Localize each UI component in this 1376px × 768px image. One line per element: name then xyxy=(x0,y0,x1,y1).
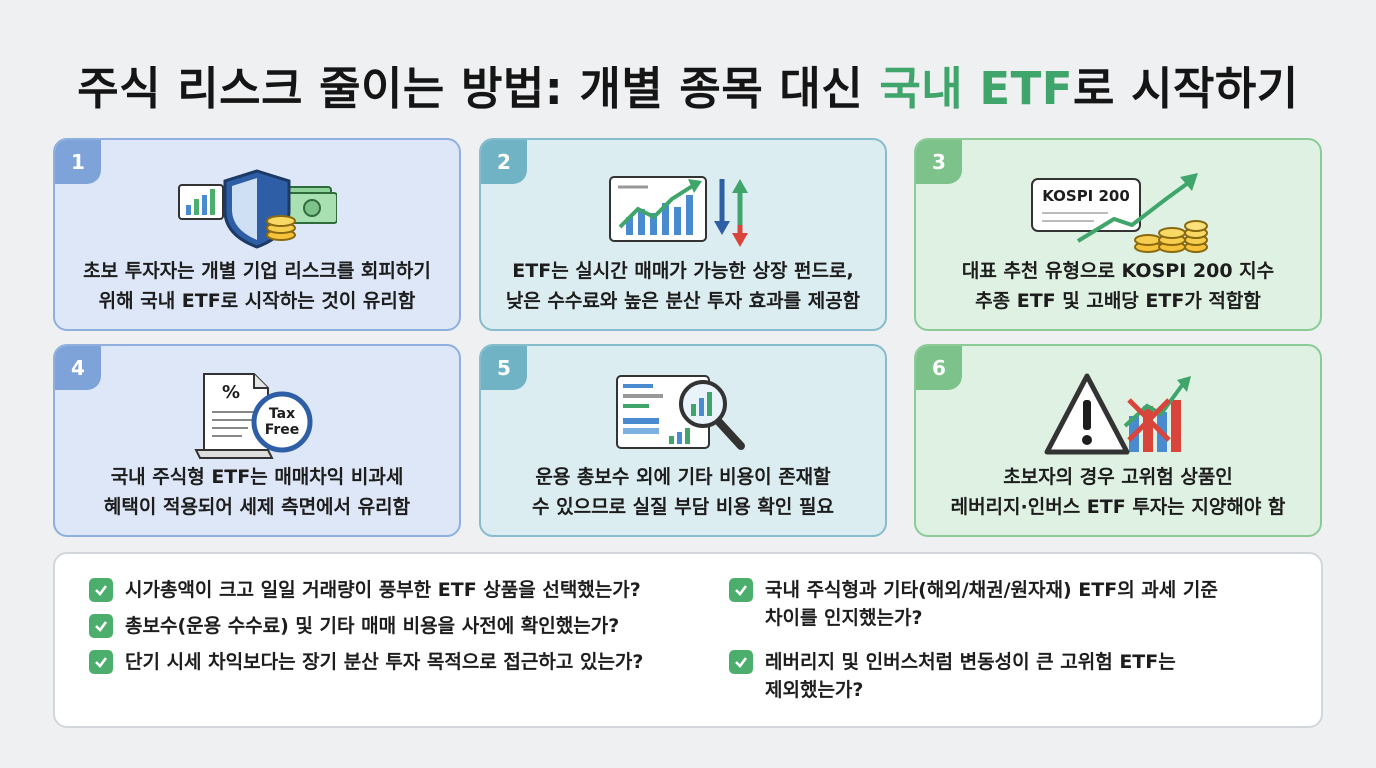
checklist-text: 단기 시세 차익보다는 장기 분산 투자 목적으로 접근하고 있는가? xyxy=(125,651,644,673)
card-number-badge: 5 xyxy=(481,346,527,390)
checklist-panel: 시가총액이 크고 일일 거래량이 풍부한 ETF 상품을 선택했는가? 총보수(… xyxy=(53,552,1323,728)
card-2: 2 ETF는 실시간 매매가 가능한 상장 펀드로, 낮은 수수료와 높은 분산… xyxy=(479,138,887,331)
card-text-line: 초보자의 경우 고위험 상품인 xyxy=(1003,466,1233,488)
checklist-text: 국내 주식형과 기타(해외/채권/원자재) ETF의 과세 기준 xyxy=(765,579,1218,601)
warning-volatility-icon xyxy=(1044,373,1191,455)
kospi-label: KOSPI 200 xyxy=(1042,187,1130,205)
card-number-badge: 6 xyxy=(916,346,962,390)
card-number-badge: 3 xyxy=(916,140,962,184)
check-icon xyxy=(729,650,753,674)
check-icon xyxy=(89,650,113,674)
title-highlight: 국내 ETF xyxy=(879,62,1074,115)
checklist-text: 총보수(운용 수수료) 및 기타 매매 비용을 사전에 확인했는가? xyxy=(125,615,620,637)
card-text-line: 위해 국내 ETF로 시작하는 것이 유리함 xyxy=(98,290,416,312)
card-text-line: 국내 주식형 ETF는 매매차익 비과세 xyxy=(110,466,404,488)
report-magnifier-icon xyxy=(616,375,745,450)
checklist-item: 레버리지 및 인버스처럼 변동성이 큰 고위험 ETF는 제외했는가? xyxy=(729,648,1176,704)
card-number-badge: 4 xyxy=(55,346,101,390)
trading-chart-arrows-icon xyxy=(609,176,748,247)
card-3: 3 KOSPI 200 대표 추천 유형으로 KOSPI 200 지수 추종 E… xyxy=(914,138,1322,331)
page-title: 주식 리스크 줄이는 방법: 개별 종목 대신 국내 ETF로 시작하기 xyxy=(77,62,1299,115)
card-text-line: 대표 추천 유형으로 KOSPI 200 지수 xyxy=(961,260,1275,282)
card-number-badge: 2 xyxy=(481,140,527,184)
card-text-line: 혜택이 적용되어 세제 측면에서 유리함 xyxy=(103,496,411,518)
card-5: 5 운용 총보수 외에 기타 비용이 존재할 수 있으므로 실질 부담 비용 확… xyxy=(479,344,887,537)
checklist-text: 레버리지 및 인버스처럼 변동성이 큰 고위험 ETF는 xyxy=(765,651,1176,673)
kospi-growth-coins-icon: KOSPI 200 xyxy=(1031,173,1208,253)
checklist-text: 차이를 인지했는가? xyxy=(765,607,923,629)
checklist-text: 시가총액이 크고 일일 거래량이 풍부한 ETF 상품을 선택했는가? xyxy=(125,579,641,601)
checklist-item: 단기 시세 차익보다는 장기 분산 투자 목적으로 접근하고 있는가? xyxy=(89,648,643,676)
svg-text:%: % xyxy=(222,382,240,403)
card-number-badge: 1 xyxy=(55,140,101,184)
card-text-line: 수 있으므로 실질 부담 비용 확인 필요 xyxy=(532,496,834,518)
check-icon xyxy=(729,578,753,602)
card-text-line: 레버리지·인버스 ETF 투자는 지양해야 함 xyxy=(950,496,1286,518)
card-1: 1 초보 투자자는 개별 기업 리스크를 회피하기 위해 국내 ETF로 시작하… xyxy=(53,138,461,331)
checklist-text: 제외했는가? xyxy=(765,679,864,701)
checklist-item: 국내 주식형과 기타(해외/채권/원자재) ETF의 과세 기준 차이를 인지했… xyxy=(729,576,1218,632)
tax-label: Tax xyxy=(269,406,295,422)
card-6: 6 초보자의 경우 고위험 상품인 레버리지·인버스 ETF 투자는 지양해야 … xyxy=(914,344,1322,537)
free-label: Free xyxy=(265,422,300,438)
card-4: 4 % Tax Free 국내 주식형 ETF는 매매차익 비과세 혜택이 적용… xyxy=(53,344,461,537)
shield-chart-cash-icon xyxy=(178,169,337,249)
check-icon xyxy=(89,614,113,638)
card-text-line: 운용 총보수 외에 기타 비용이 존재할 xyxy=(535,466,831,488)
card-text-line: 추종 ETF 및 고배당 ETF가 적합함 xyxy=(975,290,1261,312)
tax-free-document-icon: % Tax Free xyxy=(194,373,313,459)
checklist-item: 시가총액이 크고 일일 거래량이 풍부한 ETF 상품을 선택했는가? xyxy=(89,576,641,604)
card-text-line: ETF는 실시간 매매가 가능한 상장 펀드로, xyxy=(512,260,854,282)
card-text-line: 낮은 수수료와 높은 분산 투자 효과를 제공함 xyxy=(505,290,861,312)
checklist-item: 총보수(운용 수수료) 및 기타 매매 비용을 사전에 확인했는가? xyxy=(89,612,619,640)
check-icon xyxy=(89,578,113,602)
card-text-line: 초보 투자자는 개별 기업 리스크를 회피하기 xyxy=(83,260,431,282)
